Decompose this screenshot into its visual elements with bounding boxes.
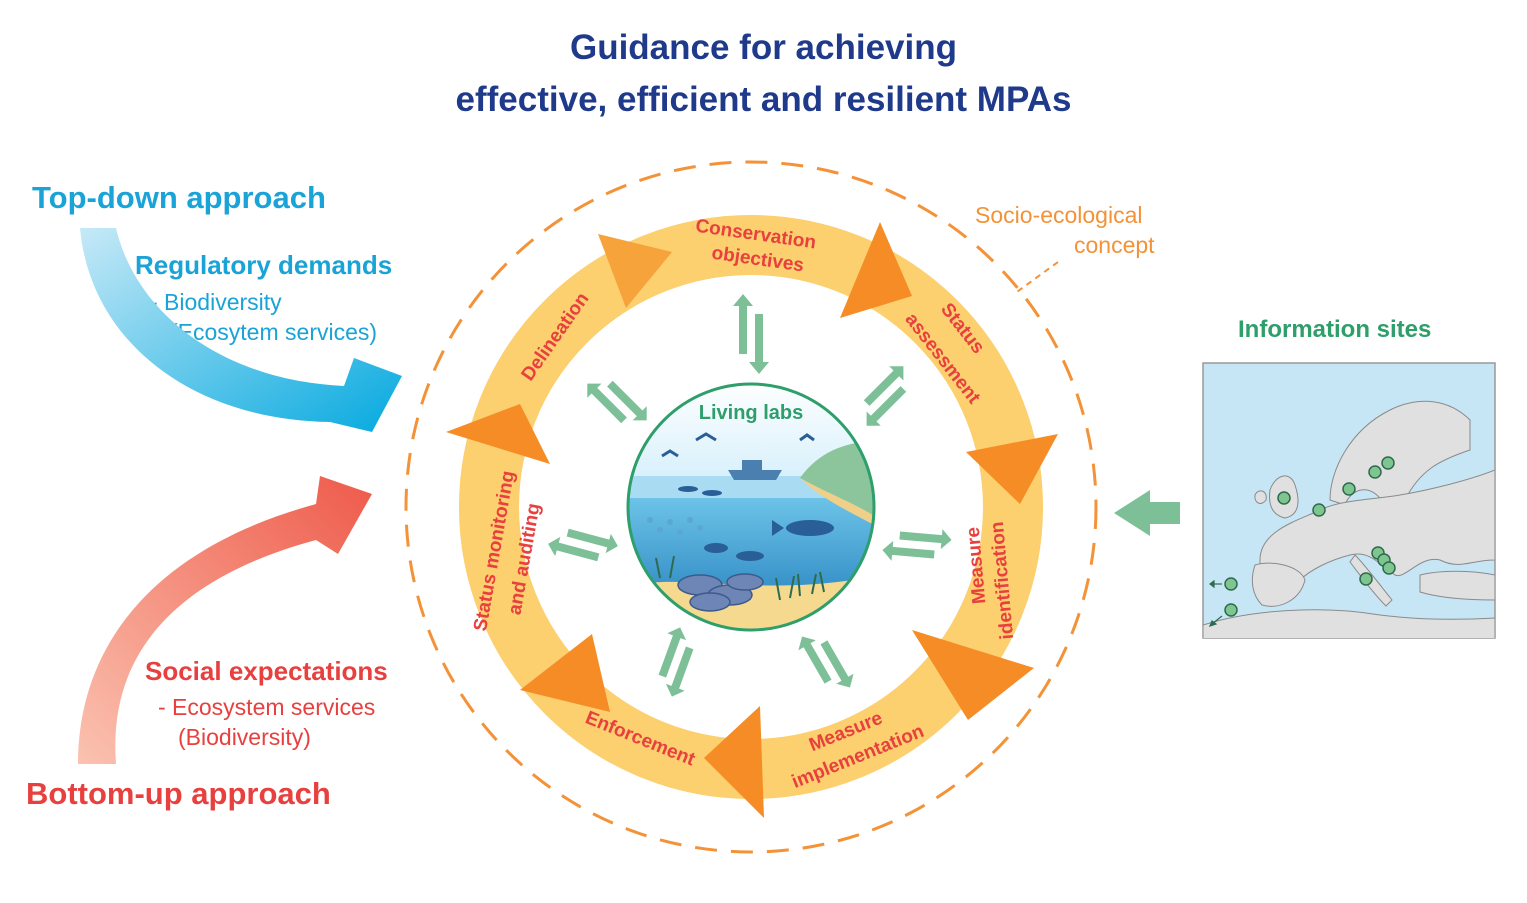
socio-ecological-leader xyxy=(1013,261,1059,295)
exchange-arrows xyxy=(548,294,952,697)
top-down-heading: Top-down approach xyxy=(32,180,326,215)
title-line-2: effective, efficient and resilient MPAs xyxy=(455,80,1072,119)
exchange-arrow-top xyxy=(733,294,769,374)
exchange-arrow-bottom-right xyxy=(798,636,854,688)
site-marker xyxy=(1224,603,1238,617)
site-marker xyxy=(1382,561,1396,575)
site-marker xyxy=(1224,577,1238,591)
regulatory-demands-heading: Regulatory demands xyxy=(135,250,393,280)
exchange-arrow-top-right xyxy=(863,366,907,426)
cycle-arrowheads xyxy=(446,222,1058,818)
regulatory-item-ecosystem: (Ecosytem services) xyxy=(170,319,378,345)
socio-ecological-line-1: Socio-ecological xyxy=(975,202,1143,228)
arrowhead-1 xyxy=(598,234,672,308)
arrowhead-3 xyxy=(966,434,1058,504)
exchange-arrow-top-left xyxy=(587,380,647,424)
information-input-arrow xyxy=(1114,490,1180,536)
europe-map xyxy=(1202,362,1496,639)
site-marker xyxy=(1277,491,1291,505)
arrowhead-2 xyxy=(840,222,912,318)
site-marker xyxy=(1312,503,1326,517)
title-line-1: Guidance for achieving xyxy=(569,28,958,67)
social-item-ecosystem: - Ecosystem services xyxy=(158,694,376,720)
exchange-arrow-bottom-left xyxy=(658,627,694,697)
arrowhead-6 xyxy=(520,634,610,712)
arrowhead-7 xyxy=(446,404,550,464)
site-marker xyxy=(1368,465,1382,479)
socio-ecological-line-2: concept xyxy=(1074,232,1155,258)
information-sites-heading: Information sites xyxy=(1238,316,1432,343)
social-expectations-heading: Social expectations xyxy=(145,656,388,686)
site-marker xyxy=(1342,482,1356,496)
bottom-up-arrow xyxy=(78,476,372,764)
exchange-arrow-right xyxy=(882,529,952,561)
bottom-up-heading: Bottom-up approach xyxy=(26,776,331,811)
top-down-arrow xyxy=(80,228,402,432)
living-labs-label: Living labs xyxy=(699,402,803,424)
regulatory-item-biodiversity: - Biodiversity xyxy=(150,289,282,315)
arrowhead-4 xyxy=(912,630,1034,720)
site-marker xyxy=(1381,456,1395,470)
socio-ecological-boundary xyxy=(404,160,1098,854)
site-marker xyxy=(1359,572,1373,586)
living-lab-border xyxy=(626,382,876,632)
social-item-biodiversity: (Biodiversity) xyxy=(178,724,311,750)
exchange-arrow-left xyxy=(548,528,618,562)
arrowhead-5 xyxy=(704,706,764,818)
